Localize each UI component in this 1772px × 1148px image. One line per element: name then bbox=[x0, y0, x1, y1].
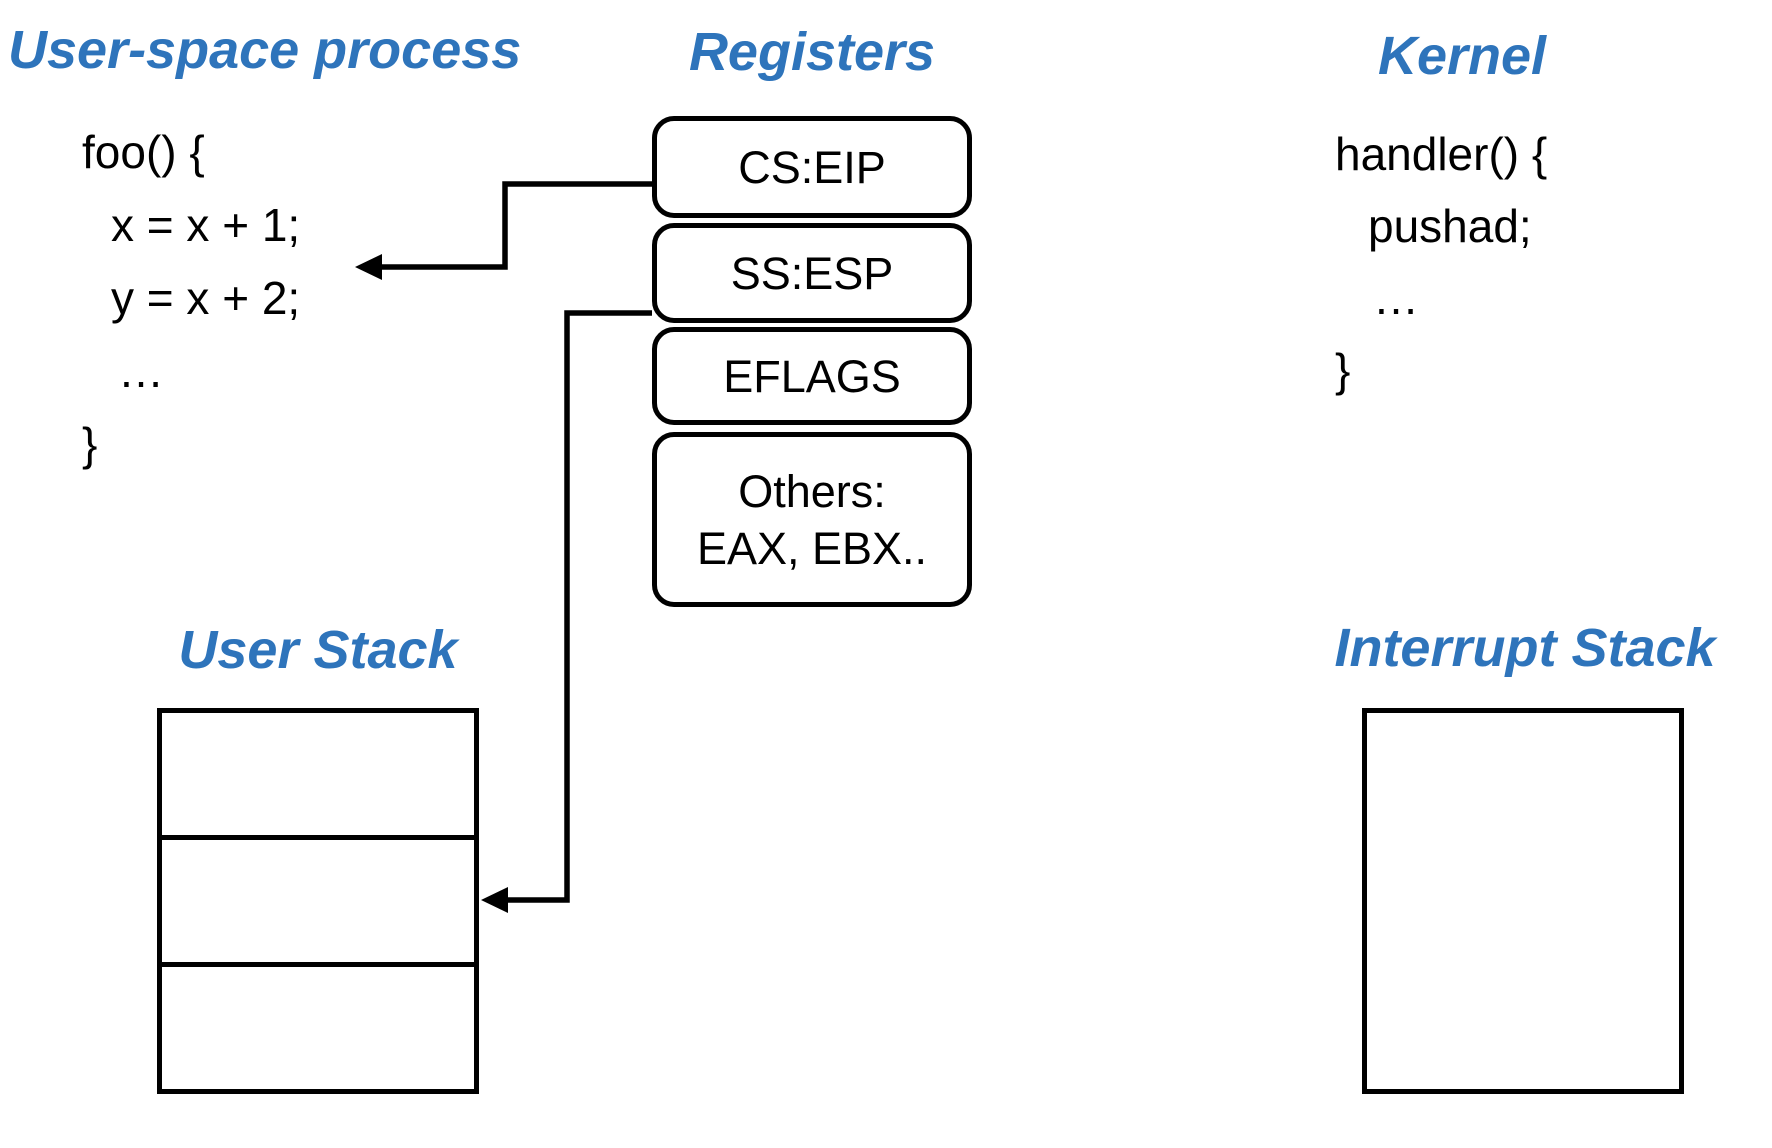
kernel-code-line: handler() { bbox=[1335, 128, 1548, 180]
arrow-left-icon bbox=[481, 887, 508, 913]
user-code-line: x = x + 1; bbox=[111, 199, 301, 251]
kernel-heading: Kernel bbox=[1377, 26, 1547, 86]
user-code-line: … bbox=[118, 345, 164, 397]
cs-eip-to-code-arrow bbox=[355, 181, 652, 280]
register-label-others-line2: EAX, EBX.. bbox=[696, 522, 928, 574]
user-stack-row bbox=[162, 713, 474, 835]
interrupt-stack-heading: Interrupt Stack bbox=[1334, 618, 1716, 678]
register-label-others-line1: Others: bbox=[738, 465, 886, 517]
kernel-code-line: pushad; bbox=[1368, 200, 1532, 252]
user-code-line: y = x + 2; bbox=[111, 272, 301, 324]
ss-esp-to-user-stack-arrow bbox=[481, 310, 652, 913]
user-space-process-heading: User-space process bbox=[8, 20, 522, 80]
user-stack-box bbox=[157, 708, 479, 1094]
user-code-line: foo() { bbox=[82, 126, 205, 178]
register-box-eflags: EFLAGS bbox=[652, 327, 972, 425]
user-code-line: } bbox=[82, 418, 98, 470]
user-code-block: foo() { x = x + 1; y = x + 2; … } bbox=[82, 116, 300, 481]
register-label-eflags: EFLAGS bbox=[723, 350, 901, 402]
register-label-ss-esp: SS:ESP bbox=[730, 247, 894, 299]
user-stack-heading: User Stack bbox=[178, 620, 458, 680]
register-box-cs-eip: CS:EIP bbox=[652, 116, 972, 218]
kernel-code-block: handler() { pushad; … } bbox=[1335, 118, 1547, 406]
register-box-ss-esp: SS:ESP bbox=[652, 223, 972, 323]
kernel-code-line: } bbox=[1335, 344, 1351, 396]
interrupt-stack-box bbox=[1362, 708, 1684, 1094]
register-label-cs-eip: CS:EIP bbox=[738, 141, 886, 193]
registers-heading: Registers bbox=[688, 22, 936, 82]
register-box-others: Others: EAX, EBX.. bbox=[652, 432, 972, 607]
user-stack-row bbox=[162, 835, 474, 962]
kernel-code-line: … bbox=[1373, 272, 1419, 324]
user-stack-row bbox=[162, 962, 474, 1089]
interrupt-stack-row bbox=[1367, 713, 1679, 1089]
arrow-left-icon bbox=[355, 254, 382, 280]
